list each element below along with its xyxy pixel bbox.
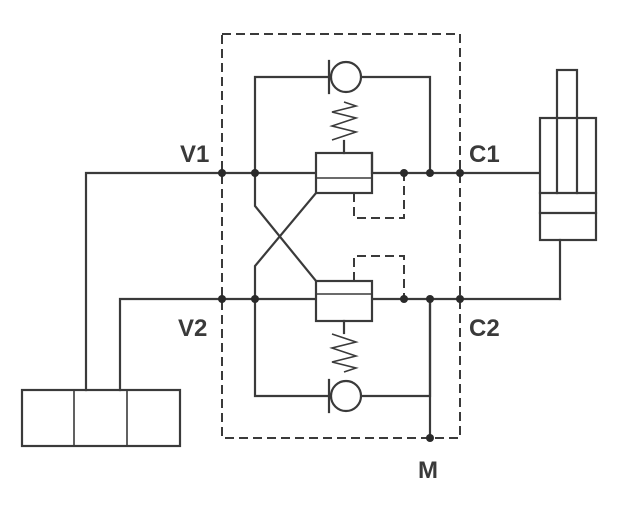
port-label-c1: C1: [469, 141, 500, 168]
spring-icon: [329, 319, 359, 373]
valve-body-outline: [221, 33, 461, 439]
junction-dots: [218, 169, 464, 442]
port-label-m: M: [418, 457, 438, 484]
cross-pilot-a: [253, 171, 318, 283]
check-valve-icon: [327, 59, 363, 95]
cross-pilot-b: [253, 191, 318, 301]
line-v1-supply: [84, 171, 257, 392]
bottom-check-loop: [253, 297, 331, 398]
cylinder-icon: [538, 68, 598, 242]
line-v2-supply: [118, 297, 257, 392]
directional-valve-icon: [20, 388, 182, 448]
top-check-loop: [253, 75, 331, 175]
port-label-v2: V2: [178, 315, 207, 342]
spring-icon: [329, 101, 359, 155]
check-valve-icon: [327, 378, 363, 414]
port-label-c2: C2: [469, 315, 500, 342]
port-label-v1: V1: [180, 141, 209, 168]
top-counterbalance-valve: [314, 151, 405, 219]
bottom-counterbalance-valve: [314, 255, 405, 323]
